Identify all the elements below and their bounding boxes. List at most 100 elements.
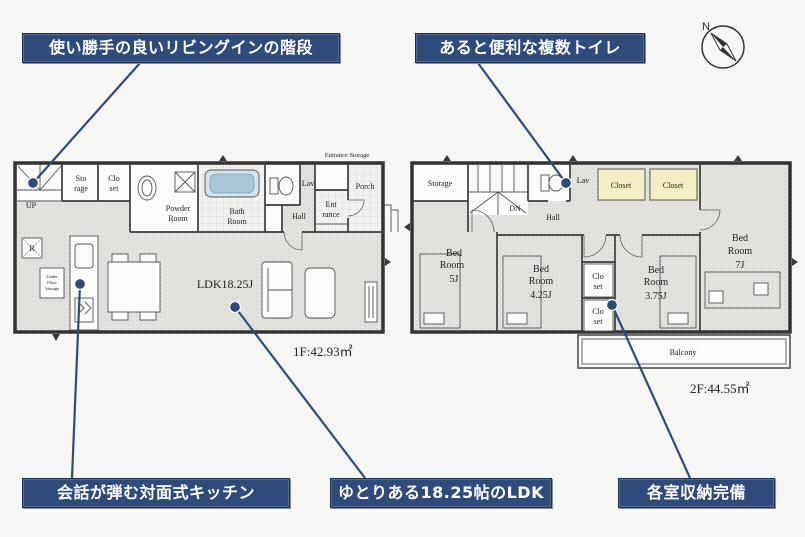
ldk-label: LDK18.25J xyxy=(197,277,254,291)
window-mark xyxy=(52,334,60,341)
entrance-room xyxy=(315,190,348,232)
porch-area xyxy=(348,165,381,232)
bathtub-inner-icon xyxy=(209,173,255,194)
floor-2-area-label: 2F:44.55㎡ xyxy=(690,381,750,396)
storage-label-1f-line2: rage xyxy=(74,184,88,193)
hall-closet-1-label: Closet xyxy=(611,181,632,190)
bed-icon xyxy=(659,255,697,329)
washbasin-icon xyxy=(137,175,157,201)
callout-leaders xyxy=(26,62,692,479)
entrance-storage-room xyxy=(315,165,348,190)
floor-1-plan: UP Sto rage Clo set Powder Room Bath Roo… xyxy=(13,152,399,359)
balcony xyxy=(577,334,791,369)
bedroom-425j-size: 4.25J xyxy=(530,290,552,301)
bedroom-375j-door-swing xyxy=(619,234,643,258)
powder-room-label-line2: Room xyxy=(168,214,188,223)
stairs-up-label: UP xyxy=(26,201,37,210)
dining-table xyxy=(107,261,161,313)
hall-closet-2 xyxy=(649,168,698,201)
bedroom-5j-label-line2: Room xyxy=(440,260,465,271)
floor-1-area-label: 1F:42.93㎡ xyxy=(293,344,353,359)
bed-icon xyxy=(502,255,542,329)
bedroom-425j-door-swing xyxy=(583,234,607,258)
storage-room-1f xyxy=(63,165,98,201)
toilet-label-2f: Lav xyxy=(577,176,589,185)
bedroom-7j-label: Bed xyxy=(732,233,748,244)
hall-label-2f: Hall xyxy=(546,213,561,222)
floor-2-plan: Storage DN Lav Closet Closet Hall Bed Ro… xyxy=(404,155,798,396)
closet-label-1f: Clo xyxy=(108,174,120,183)
entrance-label-line2: rance xyxy=(322,210,340,219)
compass-needle-dark-icon xyxy=(720,47,736,61)
callout-open-kitchen: 会話が弾む対面式キッチン xyxy=(22,478,290,508)
window-mark xyxy=(792,258,798,266)
toilet-label-1f: Lav xyxy=(302,179,314,188)
ldk-door-swing xyxy=(283,231,303,251)
bedroom-7j-label-line2: Room xyxy=(728,246,753,257)
toilet-bowl-icon xyxy=(278,176,294,196)
bedroom-7j-door-swing xyxy=(699,209,721,231)
window-mark xyxy=(443,155,451,161)
leader-dot-toilets xyxy=(559,176,573,190)
interior-walls-1f xyxy=(61,163,383,233)
pillow-icon xyxy=(753,282,769,296)
compass-ring xyxy=(701,25,745,69)
underfloor-storage-hatch xyxy=(39,267,65,299)
dining-chair xyxy=(139,311,157,321)
stair-steps-2f xyxy=(468,165,528,215)
kitchen-sink-icon xyxy=(74,243,94,269)
kitchen-stove-icon xyxy=(74,297,94,323)
callout-living-in-stairs: 使い勝手の良いリビングインの階段 xyxy=(22,33,340,63)
bedroom-5j-label: Bed xyxy=(446,248,462,259)
porch-label: Porch xyxy=(356,182,375,191)
balcony-rail xyxy=(581,338,787,365)
bedroom-425j-label-line2: Room xyxy=(529,276,554,287)
refrigerator-cross-icon xyxy=(21,237,43,259)
bath-room-label: Bath xyxy=(229,207,244,216)
callout-room-storage: 各室収納完備 xyxy=(618,478,775,508)
bedroom-5j-size: 5J xyxy=(450,274,459,285)
bedroom-375j-label: Bed xyxy=(648,265,664,276)
washbasin-bowl-icon xyxy=(141,179,153,197)
living-sofa-cushions xyxy=(267,268,292,312)
compass: N xyxy=(701,21,745,69)
hall-label-1f: Hall xyxy=(292,212,307,221)
leader-line-kitchen xyxy=(70,283,82,479)
porch-steps xyxy=(383,204,399,232)
interior-walls-2f xyxy=(412,163,701,332)
compass-north-label: N xyxy=(702,21,710,33)
bedroom-7j-size: 7J xyxy=(736,260,745,271)
balcony-label: Balcony xyxy=(670,348,697,357)
entrance-label: Ent xyxy=(325,200,337,209)
bath-room-label-line2: Room xyxy=(227,217,247,226)
tv-board-lines xyxy=(368,286,374,318)
tv-board xyxy=(364,281,378,323)
bedroom-425j-label: Bed xyxy=(533,264,549,275)
window-mark xyxy=(385,258,391,266)
bedroom-closet-2-label: Clo xyxy=(592,307,604,316)
underfloor-storage-label-line3: Storage xyxy=(45,286,59,291)
compass-needle-dark-icon xyxy=(711,33,727,47)
pillow-icon xyxy=(423,312,445,325)
callout-spacious-ldk: ゆとりある18.25帖のLDK xyxy=(330,478,552,508)
dining-chair xyxy=(111,253,129,263)
closet-room-1f xyxy=(98,165,130,201)
closet-label-1f-line2: set xyxy=(110,184,120,193)
pillow-icon xyxy=(506,312,528,325)
storage-label-2f: Storage xyxy=(428,179,453,188)
window-mark xyxy=(569,155,577,161)
leader-line-ldk xyxy=(234,306,366,479)
leader-dot-stairs xyxy=(26,176,40,190)
leader-dot-storage xyxy=(605,298,619,312)
callout-multiple-toilets: あると便利な複数トイレ xyxy=(415,33,645,63)
leader-line-stairs xyxy=(32,62,141,184)
stair-steps-1f xyxy=(17,165,62,202)
bedroom-5j-door-swing xyxy=(471,209,495,233)
entrance-storage-label: Entrance Storage xyxy=(325,152,370,159)
bedroom-closet-1-label-line2: set xyxy=(594,282,604,291)
window-mark xyxy=(219,155,227,161)
bedroom-closet-1-label: Clo xyxy=(592,272,604,281)
leader-line-storage xyxy=(610,304,692,479)
